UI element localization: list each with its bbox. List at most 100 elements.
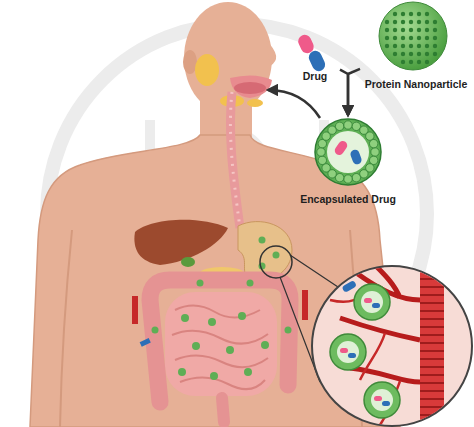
protein-dot [409,20,413,24]
protein-dot [401,52,405,56]
drug-capsule [364,298,372,303]
protein-dot [433,36,437,40]
shell-cell [318,139,326,147]
protein-dot [425,12,429,16]
protein-dot [409,36,413,40]
drug-capsule [333,139,349,156]
shell-cell [344,175,352,183]
protein-dot [393,44,397,48]
shell-cell [360,170,368,178]
encapsulated-particle [330,334,366,370]
protein-dot [425,44,429,48]
particle-dot [285,327,292,334]
gallbladder [181,257,195,267]
drug-icon: Drug [290,30,340,82]
protein-dot [433,20,437,24]
node-label: Drug [270,70,360,82]
protein-dot [409,52,413,56]
drug-capsule [382,401,390,406]
particle-shell [364,382,400,418]
drug-capsule [349,148,363,165]
shell-cell [352,122,360,130]
protein-dot [409,44,413,48]
protein-dot [433,28,437,32]
oral-cavity [230,75,272,98]
delivery-arrow [268,90,320,118]
node-shape [379,2,447,70]
flow-arrow [340,70,348,115]
protein-dot [393,28,397,32]
node-label: Protein Nanoparticle [340,78,474,90]
drug-capsule [307,49,328,74]
particle-dot [192,342,200,350]
arm-line [60,230,72,427]
rectum [222,398,224,422]
ear [183,50,197,74]
protein-dot [417,52,421,56]
protein-dot [401,12,405,16]
particle-dot [273,252,280,259]
particle-dot [210,372,218,380]
drug-capsule [331,273,347,286]
esophagus [230,92,240,228]
particle-dot [259,237,266,244]
particle-dot [244,368,252,376]
protein-dot [385,20,389,24]
protein-dot [425,28,429,32]
encapsulated-particle [354,284,390,320]
node-label: Encapsulated Drug [278,193,418,205]
protein-dot [425,36,429,40]
blood-vessel [132,296,138,324]
node-shape [296,33,327,74]
shell-cell [371,148,379,156]
particle-dot [152,327,159,334]
particle-dot [197,280,204,287]
protein-dot [393,12,397,16]
liver [134,220,228,265]
shell-cell [344,121,352,129]
particle-core [327,131,369,173]
shell-cell [335,173,343,181]
drug-capsule [348,353,356,358]
protein-dot [433,52,437,56]
shell-cell [366,132,374,140]
encapsulated-drug: Encapsulated Drug [298,115,398,205]
protein-dot [401,60,405,64]
encapsulated-particle [364,382,400,418]
shell-cell [352,173,360,181]
node-outline [298,115,398,205]
particle-shell [330,334,366,370]
particle-dot [238,312,246,320]
protein-dot [401,28,405,32]
protein-dot [417,28,421,32]
protein-dot [409,12,413,16]
protein-dot [393,36,397,40]
flow-arrow [348,69,360,115]
large-intestine [150,280,290,402]
drug-capsule [374,396,382,401]
esophagus-particles [230,92,240,228]
drug-capsule [372,303,380,308]
protein-dot [393,52,397,56]
protein-dot [425,20,429,24]
protein-dot [425,60,429,64]
protein-nanoparticle: Protein Nanoparticle [360,0,472,90]
protein-dot [401,44,405,48]
zoom-circle [312,266,472,426]
drug-capsule [340,348,348,353]
particle-dot [261,341,269,349]
salivary-gland [195,54,219,86]
particle-dot [181,314,189,322]
particle-core [361,291,383,313]
protein-dot [417,60,421,64]
particle-shell [315,119,381,185]
protein-dot [401,36,405,40]
protein-dot [385,36,389,40]
zoom-content [330,262,444,427]
nose [266,40,276,66]
node-outline [360,0,472,90]
protein-dot [409,60,413,64]
particle-dot [178,368,186,376]
shell-cell [369,156,377,164]
